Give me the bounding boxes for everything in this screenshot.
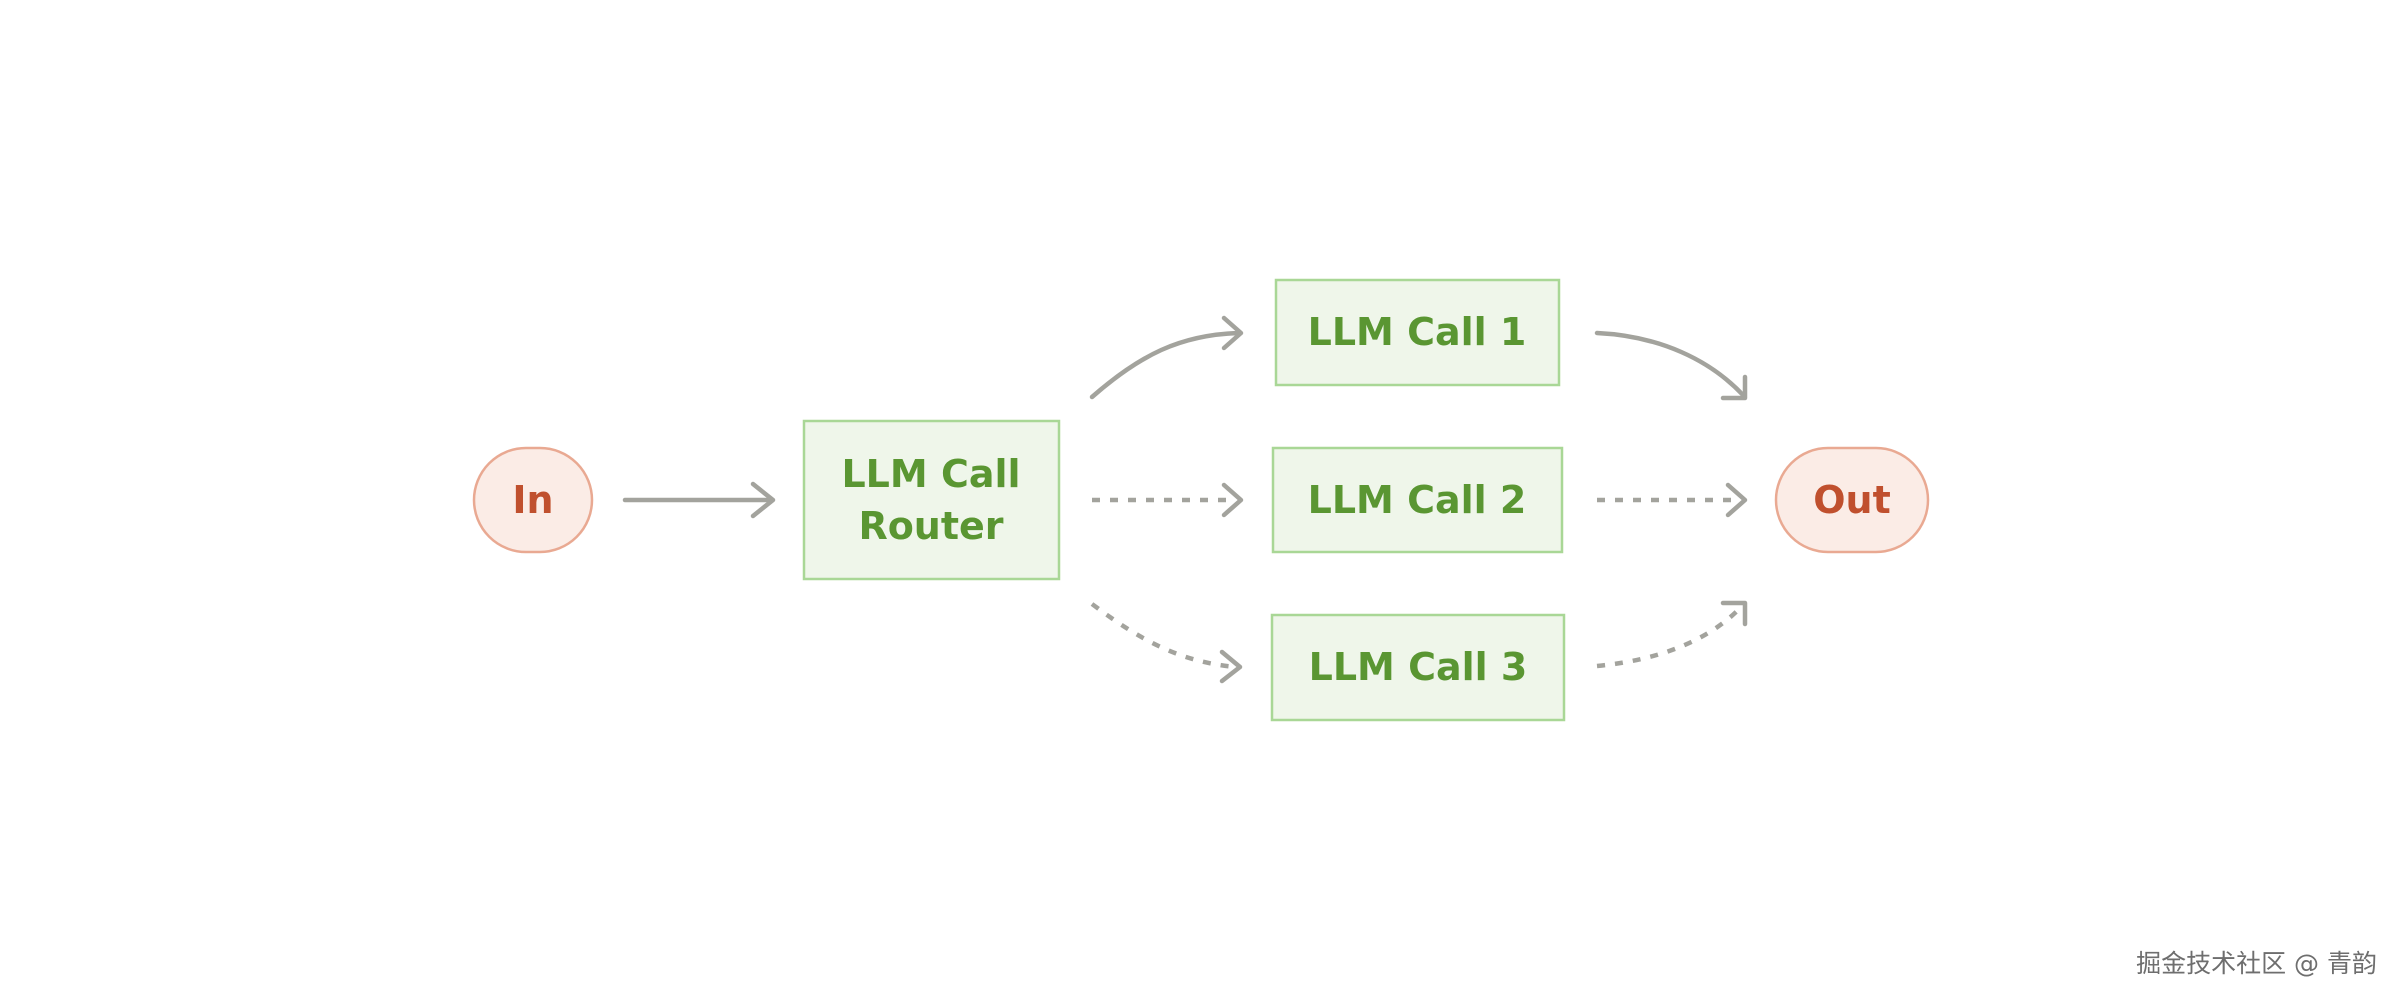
node-out: Out <box>1774 446 1930 554</box>
node-call2-label: LLM Call 2 <box>1308 478 1527 522</box>
edge-router-call3 <box>1090 602 1243 684</box>
edge-in-router <box>622 481 776 519</box>
edge-router-call1 <box>1089 315 1244 400</box>
node-out-label: Out <box>1813 478 1891 522</box>
watermark: 掘金技术社区 @ 青韵 <box>2136 949 2377 978</box>
node-call2: LLM Call 2 <box>1271 446 1564 554</box>
node-router-label-line2: Router <box>858 504 1003 548</box>
node-in-label: In <box>512 478 553 522</box>
edge-call3-out <box>1596 600 1748 669</box>
node-call3: LLM Call 3 <box>1270 613 1566 722</box>
node-in: In <box>472 446 594 554</box>
node-call1: LLM Call 1 <box>1274 278 1561 387</box>
node-call3-label: LLM Call 3 <box>1309 645 1528 689</box>
edge-call2-out <box>1597 482 1748 518</box>
node-router-label-line1: LLM Call <box>841 452 1020 496</box>
edge-router-call2 <box>1092 482 1244 518</box>
edges <box>622 315 1748 684</box>
node-call1-label: LLM Call 1 <box>1308 310 1527 354</box>
node-router: LLM Call Router <box>802 419 1061 581</box>
edge-call1-out <box>1594 330 1748 401</box>
